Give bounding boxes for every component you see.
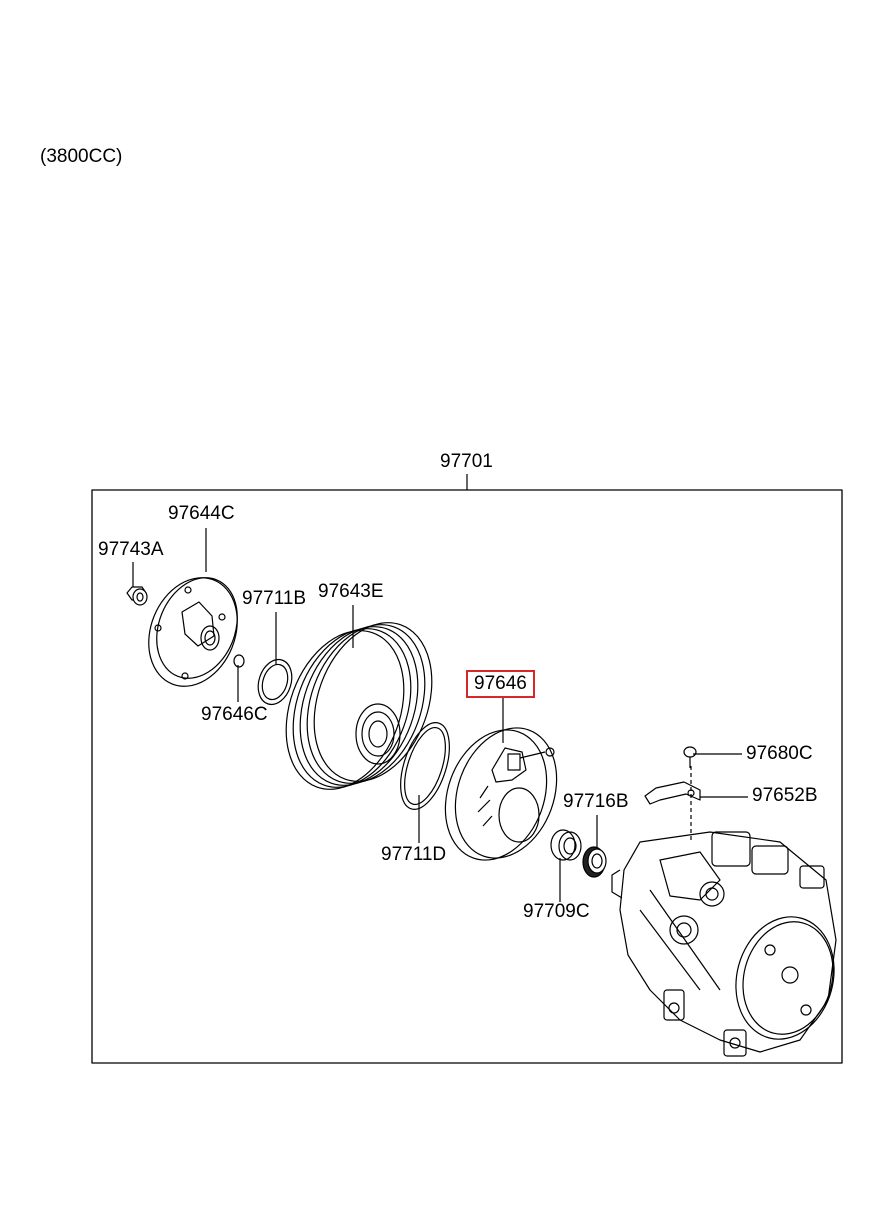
- pulley-97643e: [285, 622, 433, 790]
- field-coil-97646: [444, 727, 558, 861]
- part-label-97646c[interactable]: 97646C: [201, 704, 268, 725]
- leader-lines: [132, 528, 748, 902]
- part-label-97646-highlighted[interactable]: 97646: [466, 670, 535, 698]
- engine-spec-label: (3800CC): [40, 146, 123, 167]
- part-label-97652b[interactable]: 97652B: [752, 785, 818, 806]
- part-label-97711b[interactable]: 97711B: [242, 588, 307, 609]
- assembly-frame: [91, 489, 843, 1064]
- part-label-97709c[interactable]: 97709C: [523, 901, 590, 922]
- part-label-97711d[interactable]: 97711D: [381, 844, 447, 865]
- part-label-97680c[interactable]: 97680C: [746, 743, 813, 764]
- bracket-97652b: [644, 781, 701, 805]
- part-label-97701[interactable]: 97701: [440, 451, 493, 472]
- snap-ring-97711b: [257, 658, 293, 706]
- bearing-97709c: [550, 829, 582, 861]
- part-label-97643e[interactable]: 97643E: [318, 581, 384, 602]
- seal-97716b: [582, 846, 607, 878]
- shim-97646c: [233, 654, 245, 668]
- screw-97680c: [683, 746, 697, 768]
- compressor-body: [611, 831, 837, 1057]
- part-label-97743a[interactable]: 97743A: [98, 539, 164, 560]
- bolt-97743a: [126, 586, 148, 606]
- snap-ring-97711d: [400, 722, 450, 810]
- part-label-97644c[interactable]: 97644C: [168, 503, 235, 524]
- clutch-plate-97644c: [148, 577, 238, 687]
- part-label-97716b[interactable]: 97716B: [563, 791, 629, 812]
